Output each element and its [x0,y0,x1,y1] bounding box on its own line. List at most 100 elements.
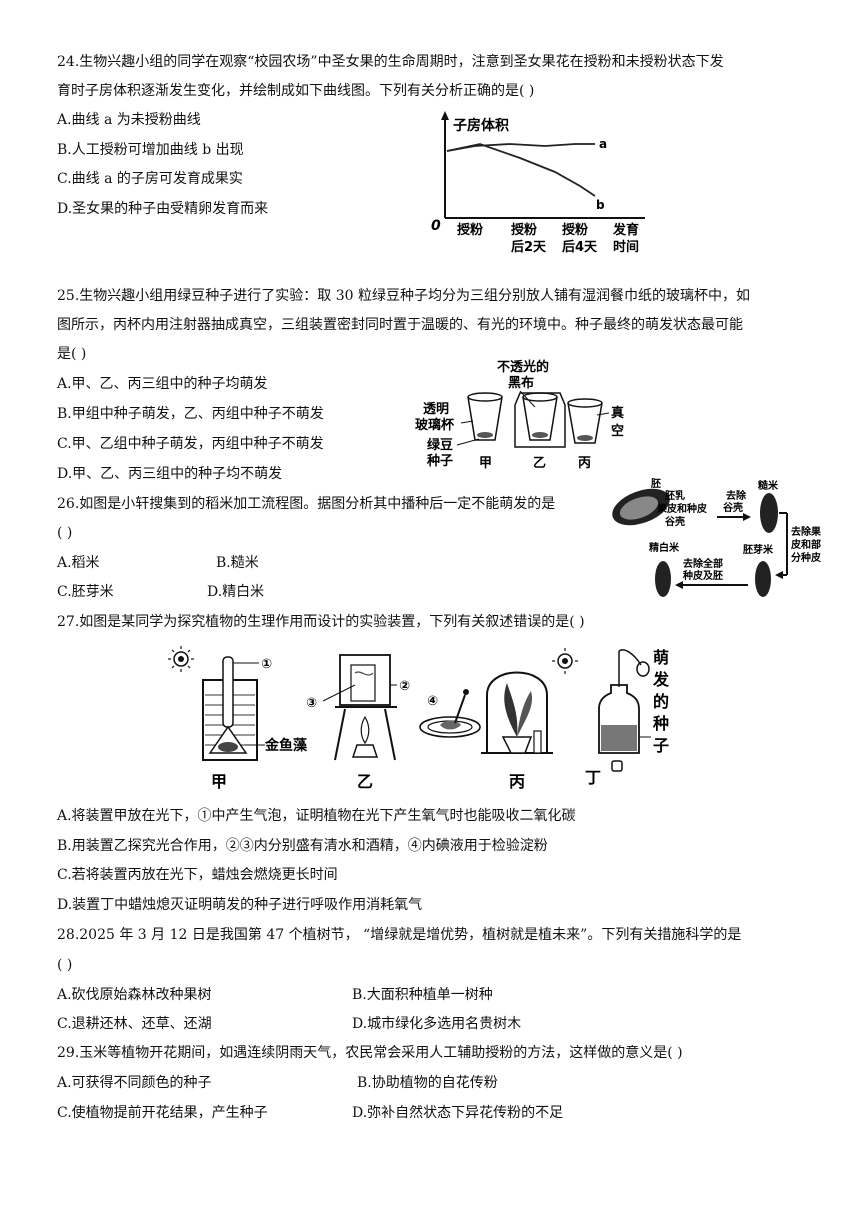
q27-option-d: D.装置丁中蜡烛熄灭证明萌发的种子进行呼吸作用消耗氧气 [57,897,423,913]
sun-icon [168,646,194,672]
step2-label-1: 去除果 [791,525,822,538]
tick-label-3: 授粉 [562,222,588,238]
q25-stem-line2: 图所示，丙杯内用注射器抽成真空，三组装置密封同时置于温暖的、有光的环境中。种子最… [57,317,743,333]
marker-2: ② [399,679,410,694]
white-rice-grain [655,561,671,597]
apparatus-ding [598,649,650,772]
tick-label-1: 授粉 [457,222,483,238]
q25-option-a: A.甲、乙、丙三组中的种子均萌发 [57,376,268,392]
seed-char-2: 发 [652,670,670,689]
q24-ovary-volume-chart: 子房体积 0 a b 授粉 授粉 后2天 授粉 后4天 发育 时间 [431,111,645,255]
q26-option-b: B.糙米 [216,555,259,571]
step1-label-1: 去除 [726,489,747,502]
q29-option-b: B.协助植物的自花传粉 [357,1075,498,1091]
step3-label-2: 种皮及胚 [682,569,723,582]
q28-stem-line2: ( ) [57,957,73,973]
seed-char-3: 的 [653,692,669,711]
marker-4: ④ [427,694,438,709]
chart-origin: 0 [431,218,441,234]
curve-a-label: a [599,137,607,151]
q25-option-c: C.甲、乙组中种子萌发，丙组中种子不萌发 [57,436,324,452]
q25-stem-line1: 25.生物兴趣小组用绿豆种子进行了实验：取 30 粒绿豆种子均分为三组分别放人铺… [57,288,750,304]
cup-label-bing: 丙 [578,456,591,471]
step2-label-2: 皮和部 [790,538,821,551]
brown-rice-label: 糙米 [758,479,779,492]
cup-bing [567,398,603,444]
germ-rice-grain [755,561,771,597]
tick-label-4: 发育 [612,222,639,238]
q28-option-d: D.城市绿化多选用名贵树木 [352,1016,522,1032]
q24-option-b: B.人工授粉可增加曲线 b 出现 [57,142,244,158]
seed-label-1: 绿豆 [427,437,453,453]
curve-b-label: b [596,198,605,212]
vacuum-label-2: 空 [611,423,624,439]
q29-stem: 29.玉米等植物开花期间，如遇连续阴雨天气，农民常会采用人工辅助授粉的方法，这样… [57,1045,683,1061]
apparatus-yi [322,654,397,761]
q27-option-b: B.用装置乙探究光合作用，②③内分别盛有清水和酒精，④内碘液用于检验淀粉 [57,838,548,854]
seed-label-2: 种子 [426,453,453,469]
tick-label-2b: 后2天 [511,239,547,255]
q26-stem-line1: 26.如图是小轩搜集到的稻米加工流程图。据图分析其中播种后一定不能萌发的是 [57,496,556,512]
cloth-label-1: 不透光的 [497,359,549,375]
q25-stem-line3: 是( ) [57,346,87,362]
label-ding: 丁 [585,768,601,787]
q27-apparatus-figure: ① 金鱼藻 ② ③ ④ [168,646,670,791]
endosperm-label: 胚乳 [665,489,685,502]
step3-label-1: 去除全部 [683,557,723,570]
label-yi: 乙 [357,772,373,791]
q28-option-c: C.退耕还林、还草、还湖 [57,1016,212,1032]
tick-label-4b: 时间 [613,239,639,255]
q29-option-c: C.使植物提前开花结果，产生种子 [57,1105,268,1121]
seed-char-5: 子 [653,736,669,755]
chart-y-arrow [441,111,449,120]
pericarp-label: 果皮和种皮 [656,502,707,515]
label-bing: 丙 [509,772,525,791]
q29-option-d: D.弥补自然状态下异花传粉的不足 [352,1105,564,1121]
cup-label-yi: 乙 [533,456,546,471]
q25-cup-figure: 不透光的 黑布 透明 玻璃杯 绿豆 种子 真 空 甲 乙 丙 [415,359,624,471]
petri-dish [419,689,481,738]
q24-stem-line2: 育时子房体积逐渐发生变化，并绘制成如下曲线图。下列有关分析正确的是( ) [57,83,535,99]
cloth-label-2: 黑布 [508,375,534,391]
step1-label-2: 谷壳 [723,501,743,514]
q25-option-b: B.甲组中种子萌发，乙、丙组中种子不萌发 [57,406,324,422]
white-rice-label: 精白米 [649,541,680,554]
curve-b [446,143,596,197]
q26-stem-line2: ( ) [57,525,73,541]
label-jia: 甲 [211,772,227,791]
seed-char-1: 萌 [653,648,669,667]
alga-label: 金鱼藻 [264,737,308,754]
seed-char-4: 种 [652,714,669,733]
q26-option-d: D.精白米 [207,584,265,600]
curve-a [446,143,595,152]
q26-option-a: A.稻米 [57,555,100,571]
q27-stem: 27.如图是某同学为探究植物的生理作用而设计的实验装置，下列有关叙述错误的是( … [57,614,585,630]
q24-stem-line1: 24.生物兴趣小组的同学在观察“校园农场”中圣女果的生命周期时，注意到圣女果花在… [57,54,724,70]
marker-3: ③ [306,696,317,711]
q25-option-d: D.甲、乙、丙三组中的种子均不萌发 [57,466,283,482]
sun-icon-2 [552,648,578,674]
q27-option-c: C.若将装置丙放在光下，蜡烛会燃烧更长时间 [57,867,338,883]
marker-1: ① [261,657,272,672]
paddy-rice-grain [612,488,670,526]
q24-option-c: C.曲线 a 的子房可发育成果实 [57,171,243,187]
chart-y-label: 子房体积 [453,117,509,134]
cup-label-jia: 甲 [479,456,492,471]
q28-option-b: B.大面积种植单一树种 [352,987,493,1003]
apparatus-bing [481,671,553,754]
cup-jia [467,392,503,441]
q26-option-c: C.胚芽米 [57,584,114,600]
q28-option-a: A.砍伐原始森林改种果树 [57,987,212,1003]
q28-stem-line1: 28.2025 年 3 月 12 日是我国第 47 个植树节， “增绿就是增优势… [57,927,742,943]
brown-rice-grain [760,493,778,533]
q26-rice-process-figure: 胚 胚乳 果皮和种皮 谷壳 去除 谷壳 糙米 去除果 皮和部 分种皮 胚芽米 去… [612,478,822,597]
q27-option-a: A.将装置甲放在光下，①中产生气泡，证明植物在光下产生氧气时也能吸收二氧化碳 [57,808,576,824]
tick-label-3b: 后4天 [562,239,598,255]
tick-label-2: 授粉 [511,222,537,238]
cup-label-2: 玻璃杯 [415,417,455,433]
cup-label-1: 透明 [423,402,449,417]
germ-rice-label: 胚芽米 [743,543,774,556]
cup-yi-covered [514,392,566,448]
apparatus-jia [202,656,265,761]
vacuum-label-1: 真 [611,405,624,421]
